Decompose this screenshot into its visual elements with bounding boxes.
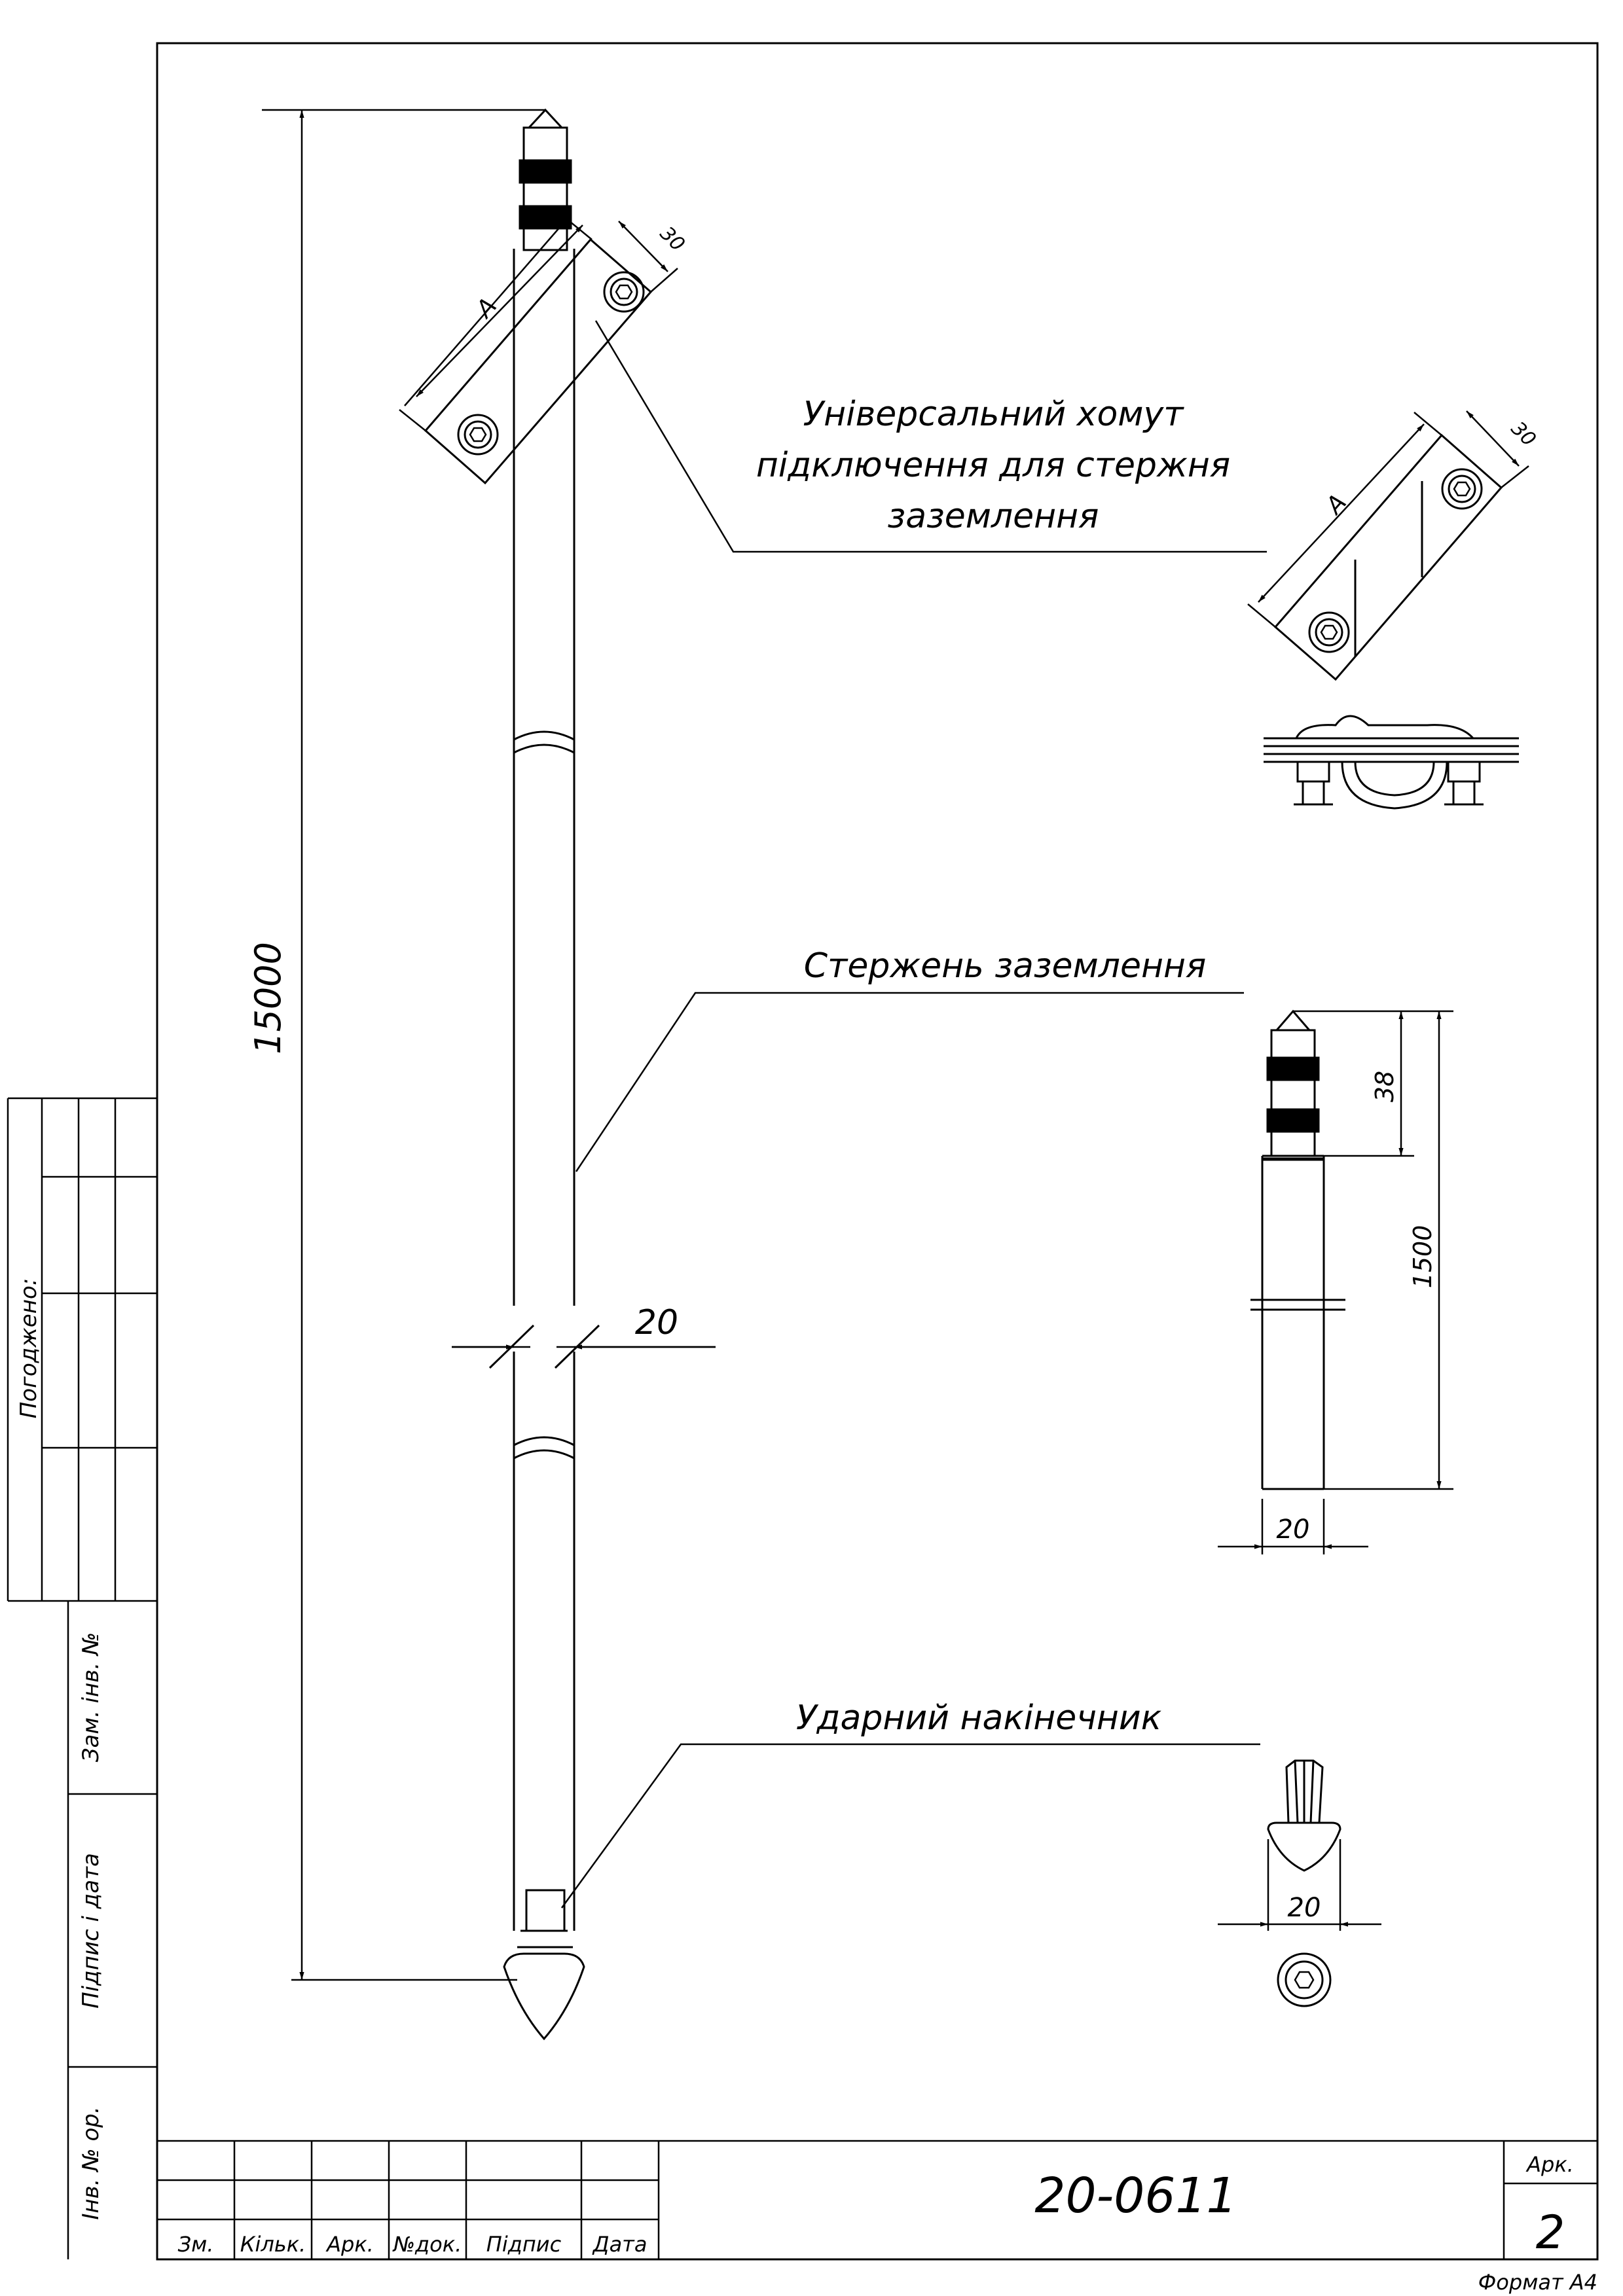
title-block-texts: Зм. Кільк. Арк. №док. Підпис Дата 20-061… xyxy=(178,2152,1597,2295)
clamp-title-line3: заземлення xyxy=(888,497,1099,536)
main-clamp xyxy=(424,238,653,485)
main-rod-tip xyxy=(503,1889,585,2041)
tip-detail xyxy=(1267,1759,1341,2007)
rod-title: Стержень заземлення xyxy=(804,946,1207,986)
col-sheet: Арк. xyxy=(325,2232,374,2257)
main-clamp-width-label: 30 xyxy=(655,222,689,256)
col-date: Дата xyxy=(592,2232,647,2257)
total-length-label: 15000 xyxy=(247,942,289,1054)
col-doc-no: №док. xyxy=(392,2232,462,2257)
sheet-number: 2 xyxy=(1536,2206,1565,2259)
tip-title: Ударний накінечник xyxy=(796,1698,1162,1738)
drawing-number: 20-0611 xyxy=(1034,2168,1237,2224)
tip-diameter-label: 20 xyxy=(1288,1893,1321,1923)
drawing-frame xyxy=(156,42,1599,2261)
main-clamp-dims xyxy=(399,215,678,431)
clamp-detail-dims xyxy=(1247,410,1529,628)
stamp-sign-date: Підпис і дата xyxy=(78,1853,104,2009)
side-stamp xyxy=(7,1097,157,2259)
total-length-dim xyxy=(262,109,545,1981)
col-change: Зм. xyxy=(178,2232,214,2257)
stamp-agreed: Погоджено: xyxy=(16,1278,42,1419)
sheet-label: Арк. xyxy=(1525,2152,1574,2177)
main-clamp-length-label: A xyxy=(470,293,501,324)
main-rod xyxy=(452,249,716,1931)
clamp-title-line2: підключення для стержня xyxy=(756,446,1230,485)
col-signature: Підпис xyxy=(486,2232,562,2257)
col-qty: Кільк. xyxy=(240,2232,306,2257)
segment-diameter-label: 20 xyxy=(1277,1515,1310,1545)
rod-head xyxy=(519,108,572,251)
segment-dims xyxy=(1218,1010,1453,1554)
tip-dims xyxy=(1218,1839,1381,1931)
callout-texts: Універсальний хомут підключення для стер… xyxy=(756,395,1230,1738)
rod-diameter-label: 20 xyxy=(635,1303,678,1342)
side-stamp-texts: Погоджено: Зам. інв. № Підпис і дата Інв… xyxy=(16,1278,104,2220)
segment-length-label: 1500 xyxy=(1408,1225,1437,1289)
clamp-side-view xyxy=(1264,715,1519,810)
detail-clamp-length-label: A xyxy=(1320,490,1351,520)
segment-detail xyxy=(1250,1009,1345,1490)
stamp-inv-orig: Інв. № ор. xyxy=(78,2106,104,2219)
clamp-detail xyxy=(1273,433,1503,681)
stamp-replaced-inv: Зам. інв. № xyxy=(78,1632,104,1763)
leader-lines xyxy=(560,320,1267,1909)
format-label: Формат А4 xyxy=(1478,2270,1597,2295)
detail-clamp-width-label: 30 xyxy=(1506,417,1541,451)
title-block xyxy=(157,2140,1597,2259)
coupling-length-label: 38 xyxy=(1370,1071,1399,1102)
clamp-title-line1: Універсальний хомут xyxy=(803,395,1184,434)
